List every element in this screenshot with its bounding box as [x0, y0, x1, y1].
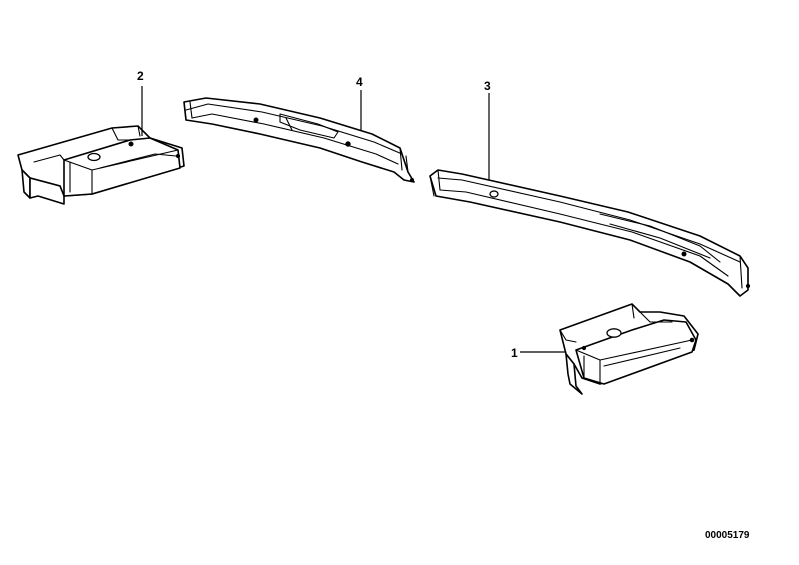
callout-3: 3 [484, 79, 491, 93]
part-1-bracket [559, 303, 699, 395]
diagram-reference-number: 00005179 [705, 530, 750, 541]
callout-1: 1 [511, 346, 518, 360]
part-3-rail [429, 169, 751, 297]
callout-4: 4 [356, 75, 363, 89]
part-4-crossmember [183, 97, 415, 183]
part-2-bracket [17, 125, 185, 205]
callout-2: 2 [137, 69, 144, 83]
